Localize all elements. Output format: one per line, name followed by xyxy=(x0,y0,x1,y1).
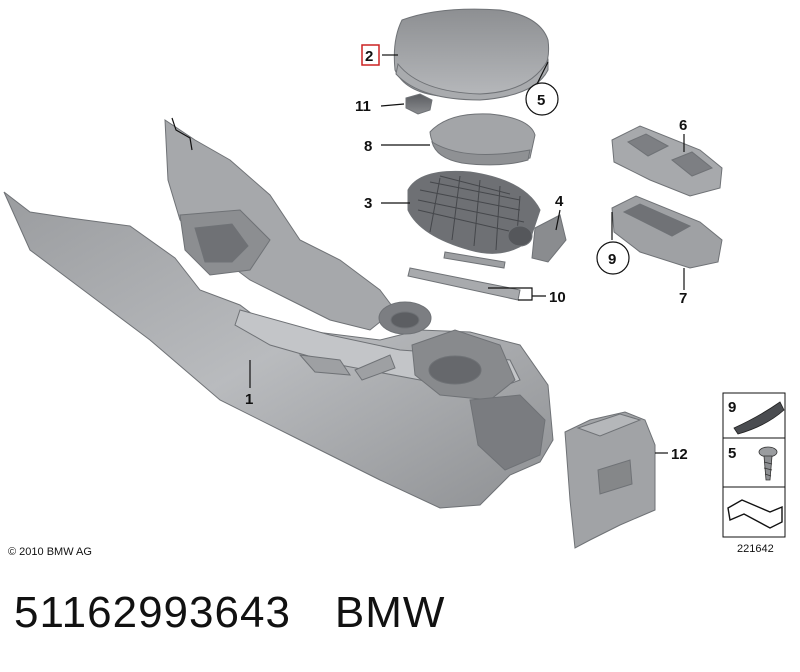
legend-label-5: 5 xyxy=(728,445,736,462)
diagram-number: 221642 xyxy=(737,543,774,555)
label-7: 7 xyxy=(679,290,687,307)
label-12: 12 xyxy=(671,446,688,463)
footer-caption: 51162993643 BMW xyxy=(14,588,445,638)
highlight-box xyxy=(361,44,380,66)
label-9: 9 xyxy=(608,251,616,268)
armrest-padding-part xyxy=(407,170,541,254)
label-11: 11 xyxy=(355,98,371,115)
label-circle-5 xyxy=(525,82,559,116)
part-number: 51162993643 xyxy=(14,588,291,637)
screw-icon xyxy=(758,446,778,481)
trim-strip-part xyxy=(407,251,521,301)
grommet-icon xyxy=(733,401,785,435)
label-3: 3 xyxy=(364,195,372,212)
label-2: 2 xyxy=(365,48,373,65)
bracket-part xyxy=(531,214,567,263)
armrest-upholstery-part xyxy=(429,113,536,166)
center-console-part xyxy=(3,117,554,509)
armrest-cover-part xyxy=(393,8,550,101)
copyright-text: © 2010 BMW AG xyxy=(8,546,92,558)
label-8: 8 xyxy=(364,138,372,155)
label-4: 4 xyxy=(555,193,564,210)
cupholder-frame-part xyxy=(611,125,723,197)
arrow-symbol-icon xyxy=(727,499,783,529)
brand-name: BMW xyxy=(334,588,446,637)
label-5: 5 xyxy=(537,92,545,109)
legend-box: 9 5 xyxy=(722,392,786,538)
label-6: 6 xyxy=(679,117,687,134)
label-1: 1 xyxy=(245,391,253,408)
rear-cover-part xyxy=(564,411,656,549)
cupholder-insert-part xyxy=(611,195,723,269)
label-10: 10 xyxy=(549,289,566,306)
label-circle-9 xyxy=(596,241,630,275)
clip-part xyxy=(405,93,433,115)
legend-label-9: 9 xyxy=(728,399,736,416)
parts-diagram: 2 5 11 8 3 4 6 9 7 10 1 12 9 5 221642 © … xyxy=(3,8,786,558)
